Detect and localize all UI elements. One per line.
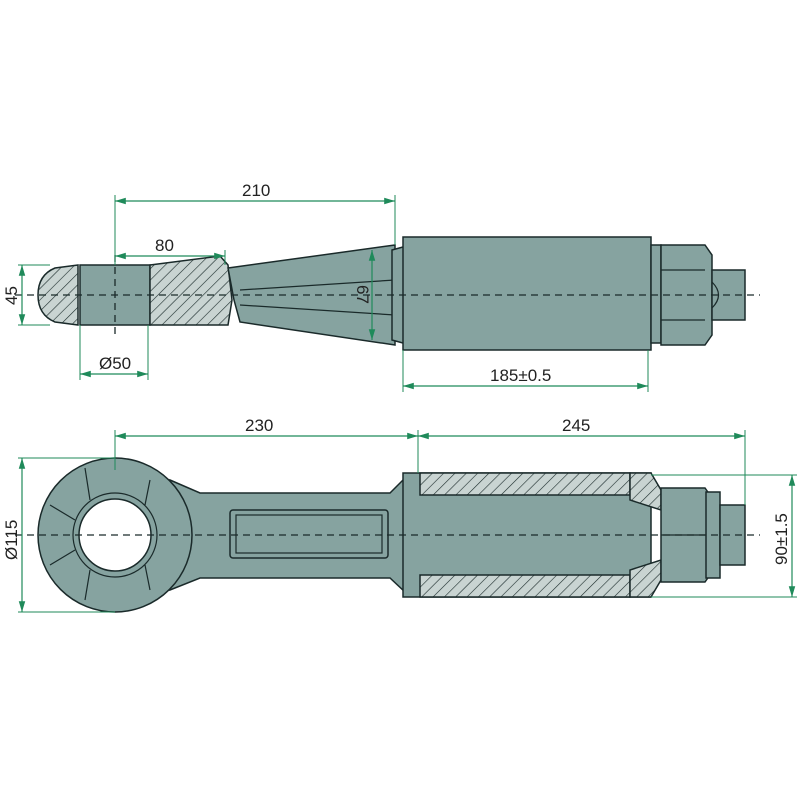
side-view — [15, 457, 760, 613]
slot — [229, 509, 389, 559]
tube-wall-top — [419, 472, 631, 496]
dim-80: 80 — [155, 236, 174, 255]
side-view-dimensions: 230 245 Ø115 90±1.5 — [2, 416, 797, 613]
top-view-dimensions: 210 80 45 Ø50 67 185±0.5 — [2, 181, 649, 392]
dim-45: 45 — [2, 286, 21, 305]
dim-245: 245 — [562, 416, 590, 435]
nut-washer — [650, 244, 662, 344]
eye-section-right — [149, 255, 233, 326]
dim-67: 67 — [353, 285, 372, 304]
tube — [402, 236, 652, 351]
dim-210: 210 — [242, 181, 270, 200]
dim-230: 230 — [245, 416, 273, 435]
centerline — [15, 255, 760, 335]
dim-eye-115: Ø115 — [2, 520, 21, 560]
top-view — [15, 236, 760, 351]
tube-wall-bottom — [419, 574, 631, 598]
dim-bore-50: Ø50 — [99, 354, 131, 373]
dim-90: 90±1.5 — [772, 513, 791, 565]
dim-185: 185±0.5 — [490, 366, 551, 385]
